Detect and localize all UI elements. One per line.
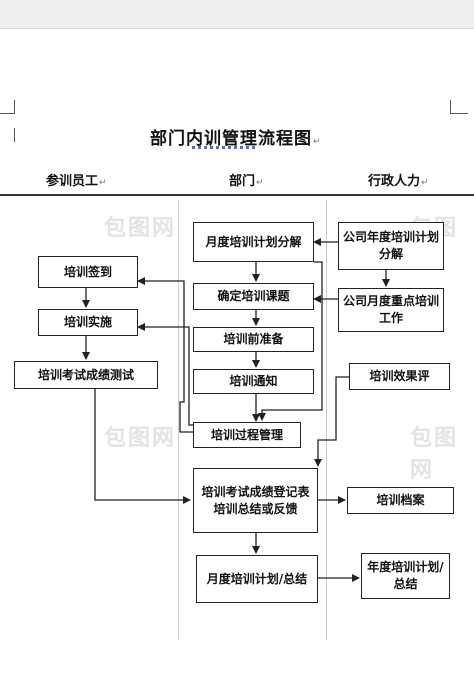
- top-band: [0, 0, 474, 29]
- arrow-plan-to-process: [258, 261, 323, 421]
- crop-mark-right: [450, 100, 457, 114]
- cursor-mark: [14, 128, 15, 142]
- page-title-text: 部门内训管理流程图: [150, 129, 312, 149]
- page-title: 部门内训管理流程图↵: [150, 124, 350, 149]
- box-training-archive: 培训档案: [347, 487, 454, 514]
- box-pre-training-prep: 培训前准备: [193, 327, 314, 352]
- box-exam-record-summary: 培训考试成绩登记表 培训总结或反馈: [193, 468, 318, 533]
- lane-divider-1: [178, 200, 179, 640]
- crop-mark-left: [8, 100, 15, 114]
- header-separator: [0, 194, 474, 196]
- crop-mark-right-h: [450, 113, 468, 114]
- arrow-process-to-signin: [137, 277, 193, 433]
- watermark-text: 包图网: [104, 216, 177, 241]
- column-header-admin-hr: 行政人力↵: [368, 174, 429, 189]
- crop-mark-left-h: [0, 113, 14, 114]
- watermark-text: 包图网: [410, 426, 459, 483]
- box-company-monthly-key: 公司月度重点培训工作: [338, 288, 444, 332]
- paragraph-mark: ↵: [313, 137, 322, 147]
- box-annual-plan-summary: 年度培训计划/总结: [361, 553, 450, 599]
- arrow-evaluation-to-record: [314, 376, 349, 467]
- box-training-implementation: 培训实施: [38, 309, 138, 336]
- arrow-exam-to-record: [94, 389, 191, 504]
- watermark-text: 包图网: [104, 426, 177, 451]
- lane-divider-2: [326, 200, 327, 640]
- box-confirm-topic: 确定培训课题: [193, 283, 314, 310]
- spellcheck-underline: [192, 146, 256, 149]
- box-company-annual-breakdown: 公司年度培训计划分解: [338, 222, 444, 270]
- box-process-management: 培训过程管理: [193, 422, 301, 448]
- box-monthly-plan-summary: 月度培训计划/总结: [196, 555, 318, 603]
- box-training-notice: 培训通知: [193, 369, 314, 394]
- box-training-signin: 培训签到: [38, 256, 138, 288]
- arrow-process-to-implementation: [137, 323, 193, 426]
- box-monthly-plan-breakdown: 月度培训计划分解: [193, 222, 314, 262]
- box-training-evaluation: 培训效果评: [349, 363, 450, 390]
- column-header-department: 部门↵: [229, 174, 264, 189]
- column-header-employee: 参训员工↵: [46, 174, 107, 189]
- box-training-exam-test: 培训考试成绩测试: [14, 361, 158, 389]
